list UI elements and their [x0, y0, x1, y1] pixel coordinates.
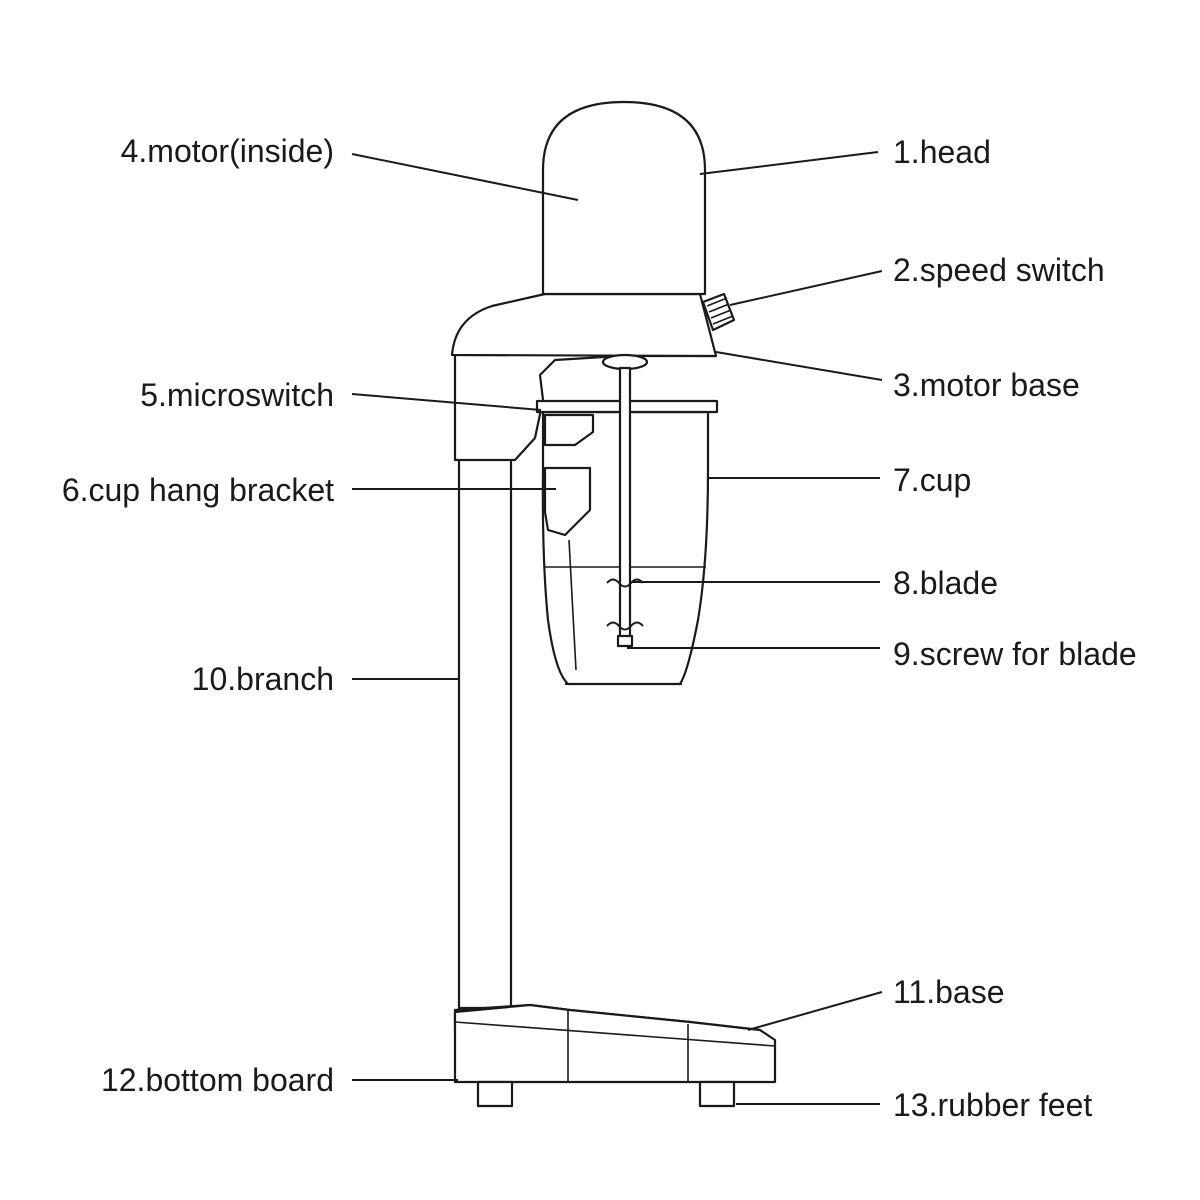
label-microswitch: 5.microswitch	[140, 377, 334, 413]
leader-head	[699, 151, 879, 175]
cup-inner-edge	[568, 539, 577, 671]
label-branch: 10.branch	[192, 661, 334, 697]
mixer-illustration	[450, 100, 777, 1108]
label-cup-hang-bracket: 6.cup hang bracket	[62, 472, 334, 508]
rubber-foot-left	[476, 1080, 514, 1108]
label-motor-base: 3.motor base	[893, 367, 1080, 403]
spindle-shaft	[618, 366, 632, 640]
leader-motor	[351, 153, 579, 201]
cup-hang-bracket	[543, 466, 592, 537]
label-blade: 8.blade	[893, 565, 998, 601]
leader-base	[747, 991, 883, 1031]
base-edge	[454, 1021, 776, 1047]
head	[541, 100, 707, 296]
blade-lower	[606, 621, 644, 631]
label-rubber-feet: 13.rubber feet	[893, 1087, 1092, 1123]
label-screw-for-blade: 9.screw for blade	[893, 636, 1137, 672]
label-speed-switch: 2.speed switch	[893, 252, 1105, 288]
label-cup: 7.cup	[893, 462, 971, 498]
part-labels: 1.head 2.speed switch 3.motor base 4.mot…	[62, 133, 1137, 1123]
motor-base	[450, 292, 718, 358]
label-head: 1.head	[893, 134, 991, 170]
leader-microswitch	[351, 393, 542, 411]
leader-lines	[351, 151, 883, 1105]
blade-upper	[606, 578, 644, 588]
branch-column	[457, 456, 513, 1010]
leader-speed-switch	[729, 270, 883, 306]
label-motor: 4.motor(inside)	[121, 133, 334, 169]
leader-motor-base	[715, 351, 883, 381]
label-base: 11.base	[893, 974, 1005, 1010]
bottom-board	[453, 1003, 777, 1084]
blade-screw	[616, 634, 634, 648]
rubber-foot-right	[698, 1080, 736, 1108]
cup-hang-bracket-upper	[543, 413, 595, 447]
speed-switch-knob	[701, 292, 736, 332]
label-bottom-board: 12.bottom board	[101, 1062, 334, 1098]
